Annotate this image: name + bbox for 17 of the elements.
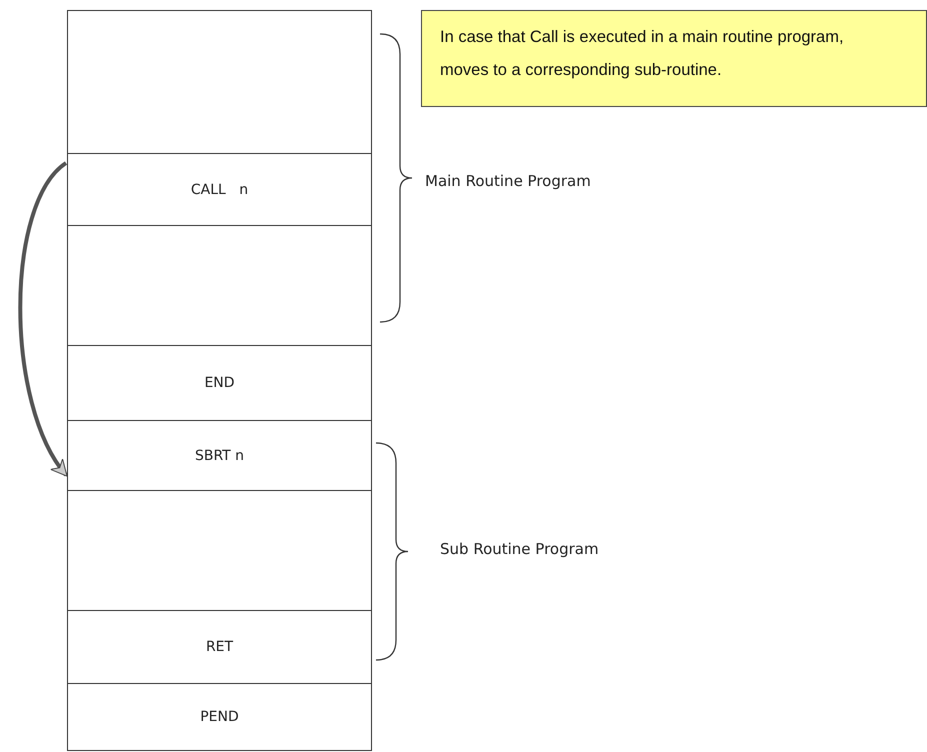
memory-row — [67, 153, 372, 226]
memory-row — [67, 490, 372, 611]
instruction-text: RET — [206, 639, 234, 655]
memory-row — [67, 10, 372, 154]
memory-row — [67, 225, 372, 346]
section-label: Main Routine Program — [425, 172, 591, 190]
note-box: In case that Call is executed in a main routine program, moves to a corresponding sub-routine. — [421, 10, 927, 107]
memory-row — [67, 683, 372, 751]
memory-row — [67, 345, 372, 421]
curved-arrow — [18, 162, 68, 477]
memory-row — [67, 610, 372, 684]
instruction-text: SBRT n — [194, 448, 244, 464]
section-label: Sub Routine Program — [440, 540, 599, 558]
instruction-text: CALL n — [190, 182, 248, 198]
instruction-text: PEND — [200, 709, 239, 725]
memory-row — [67, 420, 372, 491]
instruction-text: END — [204, 375, 235, 391]
